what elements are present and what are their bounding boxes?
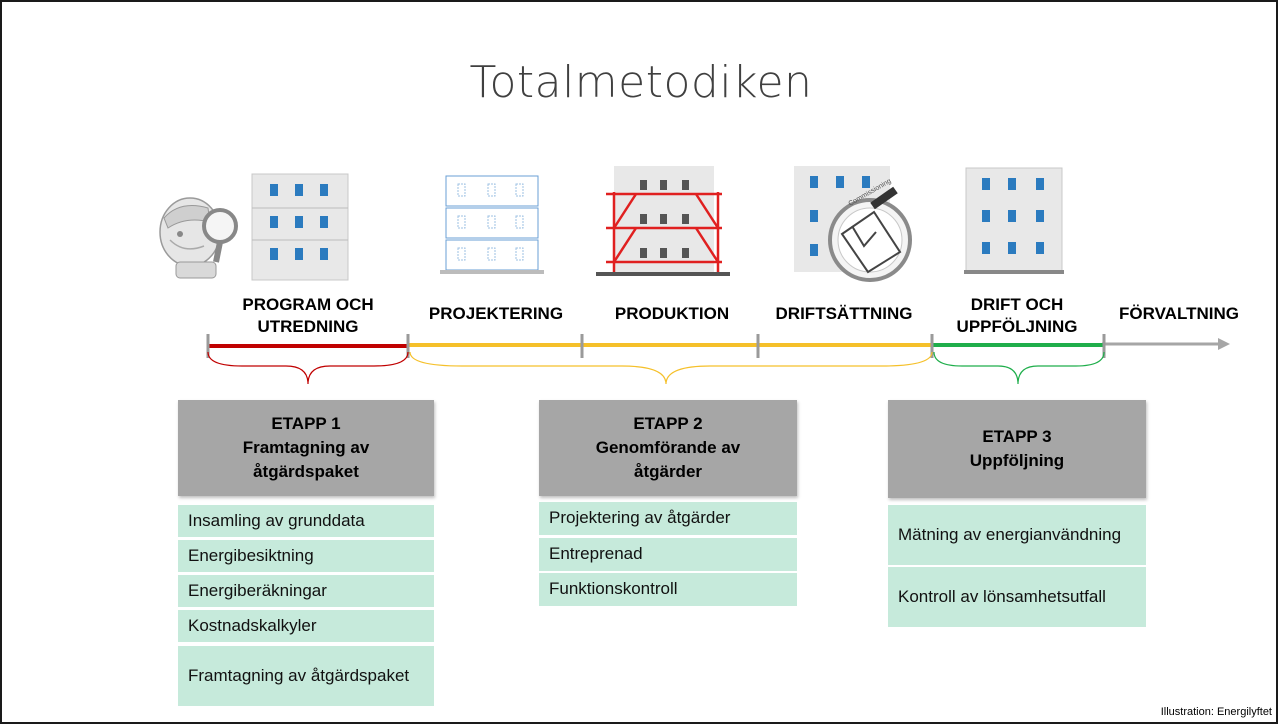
- phase-forvaltning: FÖRVALTNING: [1119, 304, 1239, 323]
- phase-projektering: PROJEKTERING: [428, 304, 564, 323]
- inspector-with-magnifier-icon: [159, 197, 238, 279]
- etapp-heading: ETAPP 3: [982, 427, 1052, 447]
- phase-drift-och-uppfoljning: DRIFT OCH UPPFÖLJNING: [956, 295, 1078, 337]
- task-item: Projektering av åtgärder: [539, 502, 797, 535]
- phase-driftsattning: DRIFTSÄTTNING: [775, 304, 913, 323]
- task-item: Entreprenad: [539, 538, 797, 571]
- task-item: Mätning av energianvändning: [888, 505, 1146, 565]
- etapp-subtitle: åtgärdspaket: [253, 461, 359, 481]
- task-item: Energibesiktning: [178, 540, 434, 572]
- timeline: [206, 334, 1230, 385]
- blueprint-building-icon: [440, 175, 544, 274]
- timeline-arrow-head: [1218, 338, 1230, 350]
- task-item: Energiberäkningar: [178, 575, 434, 607]
- commissioning-seal-icon: Commissioning: [794, 166, 912, 282]
- task-item: Funktionskontroll: [539, 573, 797, 606]
- scaffold-building-icon: [596, 166, 730, 276]
- slide-title: Totalmetodiken: [469, 57, 813, 108]
- brace-stage3: [933, 351, 1105, 385]
- etapp-heading: ETAPP 2: [633, 414, 703, 434]
- task-item: Framtagning av åtgärdspaket: [178, 646, 434, 706]
- task-item: Kontroll av lönsamhetsutfall: [888, 567, 1146, 627]
- building-icon: [251, 173, 349, 281]
- etapp-subtitle: Uppföljning: [969, 451, 1065, 470]
- etapp-heading: ETAPP 1: [271, 414, 341, 434]
- task-item: Kostnadskalkyler: [178, 610, 434, 642]
- brace-stage1: [207, 351, 409, 385]
- phase-produktion: PRODUKTION: [614, 304, 730, 323]
- building-icon: [964, 167, 1064, 274]
- phase-program-och-utredning: PROGRAM OCH UTREDNING: [242, 295, 374, 337]
- etapp-subtitle: Framtagning av: [242, 438, 370, 458]
- brace-stage2: [409, 351, 933, 385]
- task-item: Insamling av grunddata: [178, 505, 434, 537]
- illustration-credit: Illustration: Energilyftet: [1160, 706, 1272, 718]
- etapp-2-box: ETAPP 2 Genomförande av åtgärder: [539, 400, 797, 496]
- etapp-subtitle: Genomförande av: [595, 438, 741, 458]
- etapp-1-box: ETAPP 1 Framtagning av åtgärdspaket: [178, 400, 434, 496]
- etapp-subtitle: åtgärder: [633, 461, 703, 481]
- etapp-3-box: ETAPP 3 Uppföljning: [888, 400, 1146, 498]
